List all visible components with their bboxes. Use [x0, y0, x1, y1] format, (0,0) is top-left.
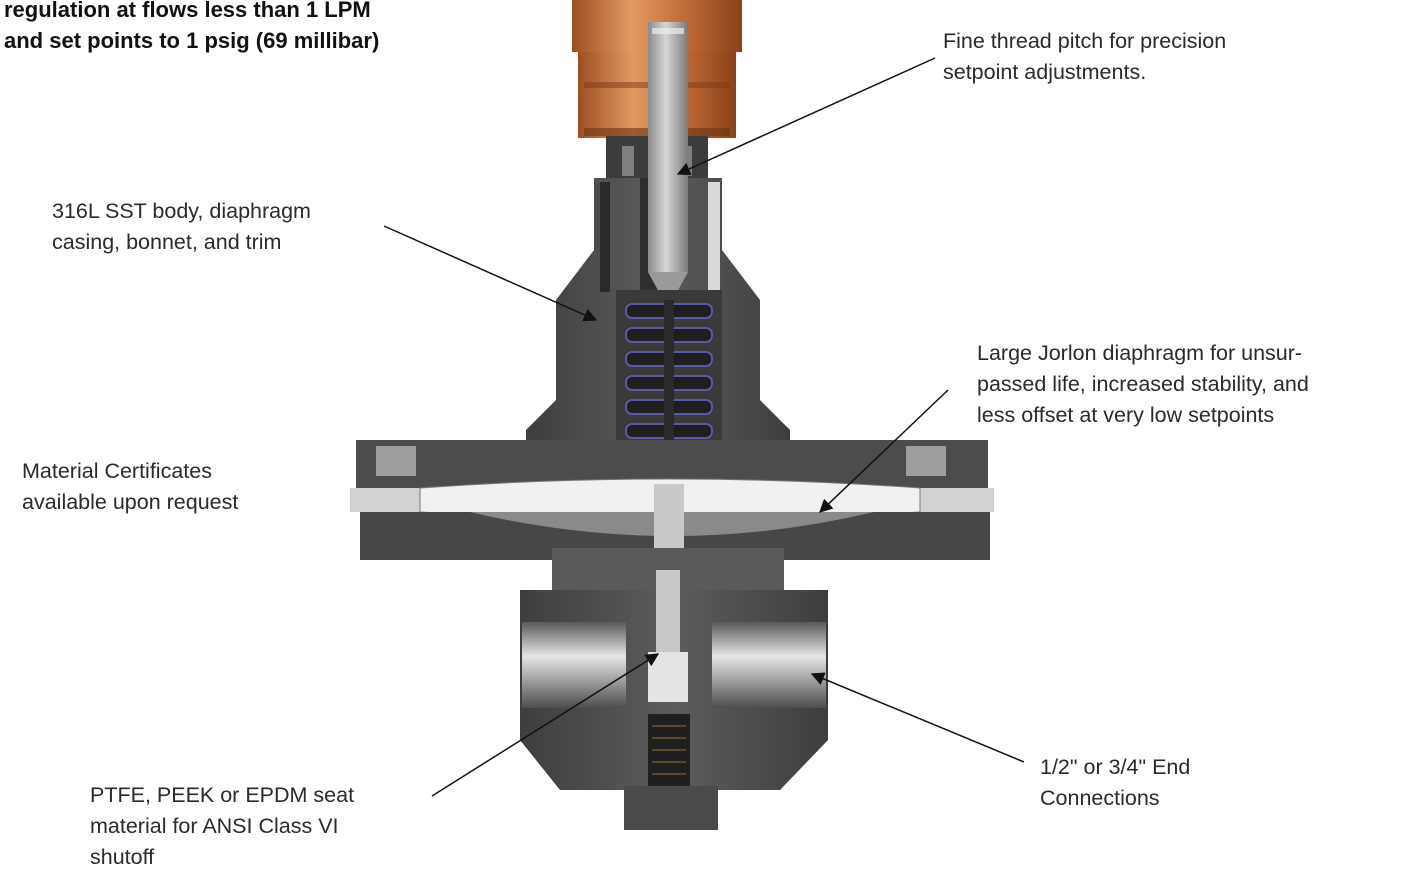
callout-text: shutoff	[90, 845, 155, 869]
callout-certificates: Material Certificates available upon req…	[22, 456, 238, 518]
leader-seat	[431, 653, 660, 797]
callout-text: Connections	[1040, 786, 1160, 810]
callout-thread-pitch: Fine thread pitch for precision setpoint…	[943, 26, 1226, 88]
title-line-2: and set points to 1 psig (69 millibar)	[4, 28, 380, 53]
leader-thread-pitch	[676, 57, 936, 176]
leader-diaphragm	[819, 389, 949, 513]
callout-text: Material Certificates	[22, 459, 212, 483]
adjusting-screw	[648, 22, 688, 294]
callout-text: less offset at very low setpoints	[977, 403, 1275, 427]
callout-text: material for ANSI Class VI	[90, 814, 339, 838]
callout-text: setpoint adjustments.	[943, 60, 1147, 84]
leader-lines	[383, 57, 1025, 797]
callout-seat-material: PTFE, PEEK or EPDM seat material for ANS…	[90, 780, 354, 873]
diaphragm-casing	[350, 440, 994, 574]
callout-end-connections: 1/2" or 3/4" End Connections	[1040, 752, 1190, 814]
callout-text: PTFE, PEEK or EPDM seat	[90, 783, 355, 807]
lower-body	[520, 548, 828, 830]
callout-text: available upon request	[22, 490, 239, 514]
title-line-1: regulation at flows less than 1 LPM	[4, 0, 371, 22]
callout-body-material: 316L SST body, diaphragm casing, bonnet,…	[52, 196, 311, 258]
callout-text: Large Jorlon diaphragm for unsur-	[977, 341, 1303, 365]
callout-text: Fine thread pitch for precision	[943, 29, 1227, 53]
diagram-title: regulation at flows less than 1 LPM and …	[4, 0, 474, 56]
leader-end-connections	[810, 672, 1025, 763]
callout-text: 1/2" or 3/4" End	[1040, 755, 1191, 779]
callout-text: passed life, increased stability, and	[977, 372, 1309, 396]
callout-text: casing, bonnet, and trim	[52, 230, 282, 254]
callout-text: 316L SST body, diaphragm	[52, 199, 311, 223]
callout-diaphragm: Large Jorlon diaphragm for unsur- passed…	[977, 338, 1309, 431]
leader-body	[383, 225, 598, 322]
